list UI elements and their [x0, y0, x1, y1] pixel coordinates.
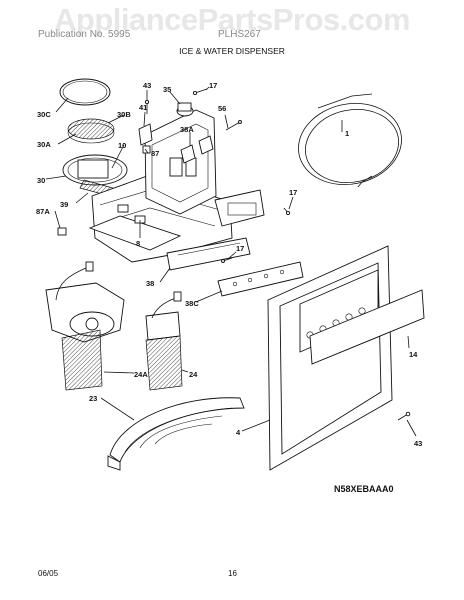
- part-30c-seal-ring: [59, 78, 111, 106]
- diagram-code: N58XEBAAA0: [334, 484, 394, 494]
- part-38a-switch-brackets: [180, 135, 214, 164]
- label-38: 38: [146, 279, 154, 288]
- part-87-clip: [142, 145, 151, 154]
- watermark-logo: AppliancePartsPros.com: [54, 2, 410, 37]
- label-87a: 87A: [36, 207, 50, 216]
- screw-43-bottom: [397, 411, 411, 421]
- label-23: 23: [89, 394, 97, 403]
- label-30: 30: [37, 176, 45, 185]
- screw-17-center: [221, 257, 233, 263]
- part-87a-clip: [57, 227, 67, 236]
- label-41: 41: [139, 103, 147, 112]
- screw-17-top: [192, 88, 208, 96]
- part-8-chute-housing: [88, 109, 265, 263]
- part-35-solenoid: [176, 102, 194, 117]
- label-24: 24: [189, 370, 198, 379]
- part-38-control-board: [166, 237, 251, 271]
- part-38c-switch-board: [217, 261, 304, 297]
- part-30b-filter-disk: [67, 118, 115, 144]
- section-title: ICE & WATER DISPENSER: [179, 46, 285, 56]
- label-17-top: 17: [209, 81, 217, 90]
- screw-17-right: [283, 207, 291, 216]
- label-10: 10: [118, 141, 126, 150]
- label-38a: 38A: [180, 125, 194, 134]
- label-1: 1: [345, 129, 349, 138]
- label-39: 39: [60, 200, 68, 209]
- label-35: 35: [163, 85, 171, 94]
- label-24a: 24A: [134, 370, 148, 379]
- label-43-top: 43: [143, 81, 151, 90]
- part-24-chute-flap: [145, 291, 183, 391]
- footer-date: 06/05: [38, 569, 59, 578]
- part-24a-auger-motor: [45, 261, 125, 391]
- callout-leaders: [45, 86, 417, 437]
- label-30a: 30A: [37, 140, 51, 149]
- model-reference: PLHS267: [218, 29, 261, 40]
- part-1-water-tubing: [298, 93, 402, 188]
- part-4-dispenser-frame: [267, 245, 393, 471]
- part-14-front-overlay: [309, 289, 425, 365]
- label-43-bottom: 43: [414, 439, 422, 448]
- label-4: 4: [236, 428, 241, 437]
- publication-number: Publication No. 5995: [38, 29, 131, 40]
- part-23-drip-tray: [107, 397, 245, 471]
- label-14: 14: [409, 350, 418, 359]
- label-30c: 30C: [37, 110, 51, 119]
- screw-56: [225, 120, 242, 131]
- footer-page-number: 16: [228, 569, 237, 578]
- part-41-actuator-bracket: [138, 123, 153, 146]
- label-38c: 38C: [185, 299, 199, 308]
- callout-labels: 30C 30B 30A 30 10 39 87A 8 43 41 87 35 3…: [36, 81, 422, 448]
- screw-43-top: [144, 99, 150, 114]
- label-17-right: 17: [289, 188, 297, 197]
- label-8: 8: [136, 239, 140, 248]
- label-30b: 30B: [117, 110, 131, 119]
- label-17-center: 17: [236, 244, 244, 253]
- label-56: 56: [218, 104, 226, 113]
- label-87: 87: [151, 149, 159, 158]
